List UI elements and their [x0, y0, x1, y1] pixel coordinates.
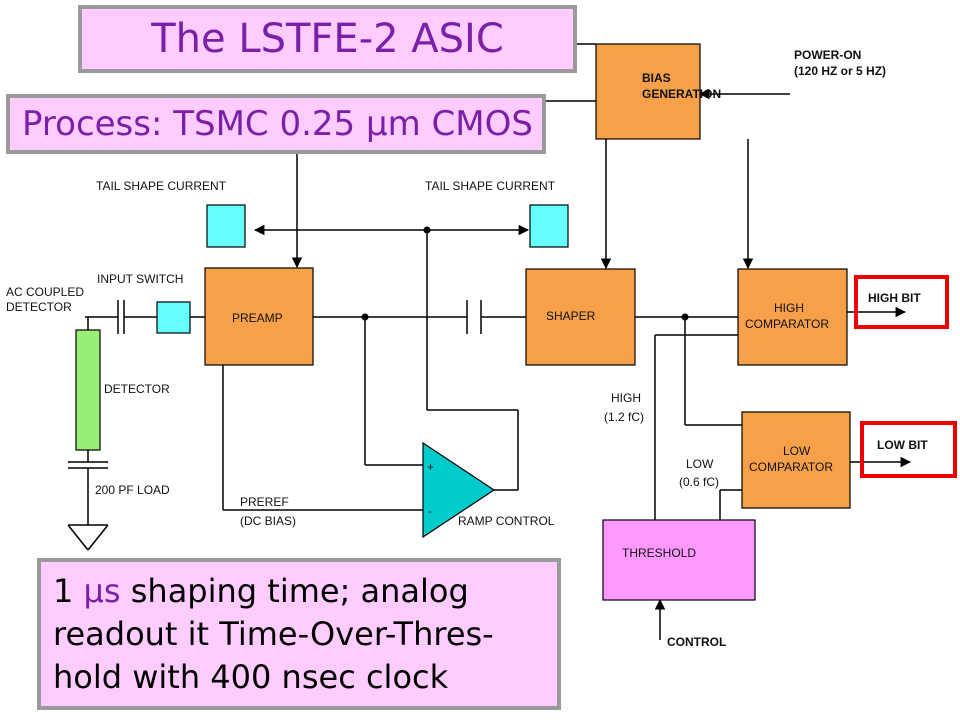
note-line-1-rest: shaping time; analog — [120, 572, 469, 610]
bias-label-1: BIAS — [642, 71, 671, 85]
process-callout: Process: TSMC 0.25 μm CMOS — [6, 94, 546, 154]
high-comp-label-1: HIGH — [774, 301, 804, 315]
process-label: Process: TSMC 0.25 — [22, 104, 366, 144]
preref-label: PREREF — [240, 495, 289, 509]
low-comp-label-2: COMPARATOR — [749, 460, 833, 474]
note-seconds: s — [103, 572, 121, 610]
micro-symbol: μ — [365, 104, 388, 144]
ac-coupled-detector-label: DETECTOR — [6, 300, 72, 314]
note-prefix: 1 — [53, 572, 84, 610]
ac-coupled-label: AC COUPLED — [6, 285, 84, 299]
shaping-note-callout: 1 μs shaping time; analog readout it Tim… — [37, 558, 561, 710]
preamp-label: PREAMP — [232, 311, 283, 325]
note-line-3: hold with 400 nsec clock — [53, 658, 449, 696]
low-comp-label-1: LOW — [783, 444, 811, 458]
power-on-rate-label: (120 HZ or 5 HZ) — [794, 64, 886, 78]
opamp-plus: + — [427, 460, 434, 474]
note-line-1: 1 μs shaping time; analog — [53, 570, 545, 613]
process-unit: m CMOS — [387, 104, 533, 144]
high-comparator-block — [737, 268, 848, 366]
detector-label: DETECTOR — [104, 382, 170, 396]
high-bit-box — [854, 275, 949, 329]
ramp-control-label: RAMP CONTROL — [458, 514, 555, 528]
junction-dots — [361, 226, 689, 321]
input-switch-label: INPUT SWITCH — [97, 272, 183, 286]
tail-shape-switch-right — [529, 204, 569, 248]
power-on-label: POWER-ON — [794, 48, 861, 62]
bias-generation-block — [595, 43, 701, 140]
opamp-minus: - — [428, 504, 432, 518]
high-comp-label-2: COMPARATOR — [745, 317, 829, 331]
low-threshold-label: LOW — [686, 457, 714, 471]
coupling-capacitors — [68, 300, 482, 469]
shaper-block — [525, 268, 636, 366]
high-threshold-label: HIGH — [611, 391, 641, 405]
low-comparator-block — [741, 411, 851, 509]
tail-shape-switch-left — [206, 204, 246, 248]
low-bit-box — [860, 421, 957, 478]
ramp-opamp — [422, 441, 496, 539]
load-label: 200 PF LOAD — [95, 483, 170, 497]
dc-bias-label: (DC BIAS) — [240, 514, 296, 528]
preamp-block — [204, 267, 314, 366]
control-label: CONTROL — [667, 635, 726, 649]
detector-element — [75, 329, 101, 451]
note-micro-symbol: μ — [83, 572, 104, 610]
bias-label-2: GENERATION — [642, 87, 721, 101]
tail-shape-right-label: TAIL SHAPE CURRENT — [425, 179, 556, 193]
tail-shape-left-label: TAIL SHAPE CURRENT — [96, 179, 227, 193]
high-threshold-value: (1.2 fC) — [604, 410, 644, 424]
page-title: The LSTFE-2 ASIC — [78, 5, 577, 73]
low-threshold-value: (0.6 fC) — [679, 475, 719, 489]
threshold-block — [602, 519, 756, 601]
note-line-2: readout it Time-Over-Thres- — [53, 615, 494, 653]
input-switch — [156, 301, 191, 334]
shaper-label: SHAPER — [546, 309, 596, 323]
high-bit-label: HIGH BIT — [868, 291, 921, 305]
low-bit-label: LOW BIT — [877, 438, 928, 452]
threshold-label: THRESHOLD — [622, 546, 696, 560]
